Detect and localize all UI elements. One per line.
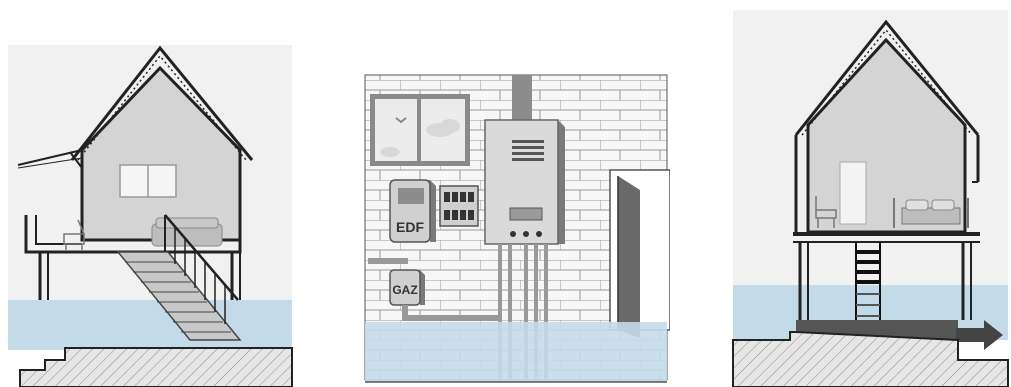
exhaust-pipe [512, 75, 532, 120]
stilt-house-illustration [728, 0, 1011, 387]
flood-water [8, 300, 292, 350]
doorway [610, 170, 670, 338]
gas-meter-label: GAZ [392, 283, 417, 297]
electricity-meter: EDF [390, 180, 436, 242]
window [370, 94, 470, 166]
door [840, 162, 866, 224]
electricity-meter-label: EDF [396, 219, 424, 235]
ground [20, 348, 292, 387]
raised-house-illustration [0, 0, 300, 387]
utilities-wall-illustration: EDF GAZ [360, 0, 670, 387]
breaker-panel [440, 186, 478, 226]
flood-water [365, 322, 667, 382]
